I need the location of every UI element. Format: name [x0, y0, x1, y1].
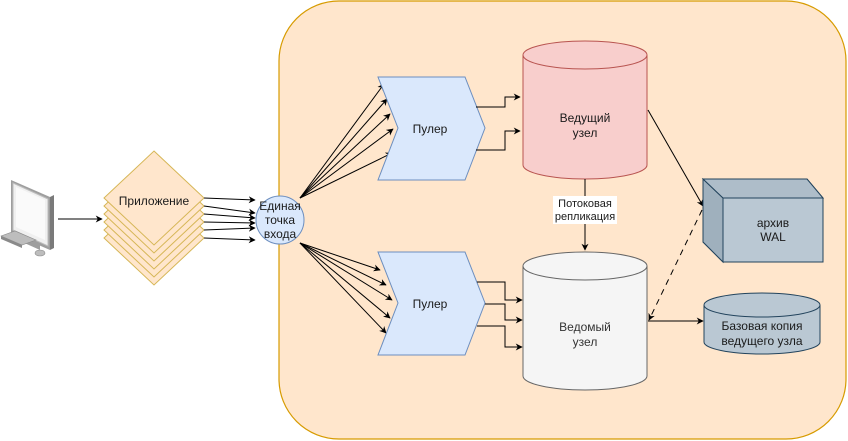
replica-node[interactable] [522, 251, 648, 391]
entry-point-label-line3: входа [264, 227, 297, 241]
edge-entry-to-pooler-top [299, 152, 393, 199]
edge-app-to-entry [203, 205, 256, 216]
edge-entry-to-pooler-bottom [299, 242, 381, 272]
edge-archive-to-replica [648, 209, 703, 321]
edge-app-to-entry [203, 219, 256, 227]
replica-label-line1: Ведомый [559, 320, 611, 334]
primary-label-line2: узел [573, 126, 598, 140]
edge-entry-to-pooler-top [299, 83, 385, 199]
edge-entry-to-pooler-top [299, 98, 388, 199]
wal-archive-label-line2: WAL [760, 230, 786, 244]
edge-pooler-bottom-replica-2 [485, 303, 523, 324]
edge-entry-to-pooler-bottom [299, 242, 387, 334]
pooler-bottom-node[interactable] [377, 251, 486, 356]
base-backup-label-line2: ведущего узла [721, 334, 803, 348]
pooler-top-label: Пулер [413, 122, 448, 136]
edge-pooler-top-primary-2 [476, 127, 521, 151]
primary-label-line1: Ведущий [560, 111, 611, 125]
desktop-computer-icon [0, 180, 54, 257]
primary-node[interactable] [522, 40, 648, 180]
edge-primary-to-archive [647, 109, 704, 207]
entry-to-pooler-edges [299, 83, 394, 334]
wal-archive-label-line1: архив [757, 216, 789, 230]
edge-entry-to-pooler-top [299, 128, 394, 199]
pooler-top-to-primary-edges [476, 93, 521, 151]
replication-label-line1: Потоковая [558, 198, 612, 210]
replication-label-line2: репликация [555, 211, 615, 223]
entry-point-node[interactable] [255, 195, 305, 245]
entry-point-label-line2: точка [265, 213, 296, 227]
pooler-top-node[interactable] [377, 76, 486, 181]
edge-entry-to-pooler-bottom [299, 242, 391, 319]
application-stack [103, 150, 205, 286]
edge-pooler-bottom-replica-3 [477, 325, 523, 351]
pooler-bottom-label: Пулер [413, 297, 448, 311]
edge-entry-to-pooler-bottom [299, 242, 387, 286]
replication-label-bg [553, 196, 617, 224]
application-label: Приложение [119, 194, 190, 208]
edge-pooler-bottom-replica-1 [477, 281, 523, 304]
entry-point-label-line1: Единая [259, 199, 301, 213]
base-backup-node[interactable] [703, 292, 821, 355]
edge-app-to-entry [203, 196, 256, 204]
edge-entry-to-pooler-top [299, 113, 391, 199]
app-to-entry-edges [203, 196, 256, 244]
edge-app-to-entry [203, 236, 256, 244]
base-backup-label-line1: Базовая копия [722, 319, 803, 333]
application-node[interactable] [103, 150, 205, 246]
edge-app-to-entry [203, 224, 256, 232]
wal-archive-node[interactable] [701, 177, 825, 264]
edge-entry-to-pooler-bottom [299, 242, 393, 301]
replica-label-line2: узел [573, 335, 598, 349]
edge-app-to-entry [203, 213, 256, 221]
pooler-bottom-to-replica-edges [477, 281, 523, 351]
edge-pooler-top-primary-1 [476, 93, 521, 108]
